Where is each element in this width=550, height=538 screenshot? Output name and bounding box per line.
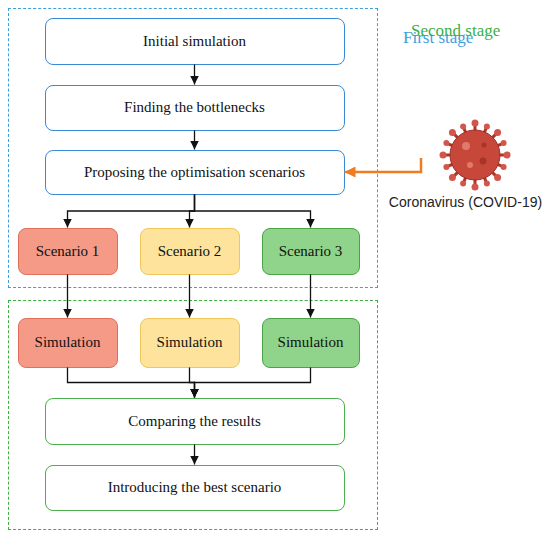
spike-tip — [484, 123, 490, 129]
simulation-box: Simulation — [262, 318, 360, 368]
spike-tip — [449, 129, 456, 136]
flow-arrow — [194, 65, 195, 85]
flow-arrow — [189, 275, 190, 318]
spike-tip — [449, 174, 456, 181]
spike-tip — [494, 174, 501, 181]
box-label: Finding the bottlenecks — [124, 99, 265, 116]
flow-arrow — [190, 195, 195, 228]
virus-spikes — [443, 123, 507, 187]
process-box: Initial simulation — [45, 18, 345, 65]
simulation-box: Simulation — [140, 318, 240, 368]
virus-caption: Coronavirus (COVID-19) — [389, 194, 542, 210]
flow-arrow — [190, 368, 195, 398]
box-label: Simulation — [35, 334, 101, 351]
scenario-box: Scenario 3 — [262, 228, 360, 275]
spike-tip — [443, 140, 449, 146]
process-box: Comparing the results — [45, 398, 345, 445]
flow-arrow — [195, 195, 311, 228]
stage-group: Initial simulationFinding the bottleneck… — [8, 8, 378, 288]
virus-spot — [480, 158, 487, 165]
flow-arrow — [68, 368, 195, 398]
virus-body — [450, 130, 500, 180]
spike-tip — [501, 140, 507, 146]
spike-tips — [440, 120, 511, 191]
virus-spot — [467, 162, 473, 168]
spike-tip — [484, 181, 490, 187]
spike-tip — [472, 184, 479, 191]
flow-arrow — [68, 195, 195, 228]
spike-tip — [460, 181, 466, 187]
spike-tip — [501, 164, 507, 170]
spike-tip — [504, 152, 511, 159]
box-label: Simulation — [157, 334, 223, 351]
box-label: Comparing the results — [128, 413, 260, 430]
box-label: Simulation — [278, 334, 344, 351]
virus-spot — [482, 143, 487, 148]
process-box: Finding the bottlenecks — [45, 85, 345, 131]
scenario-box: Scenario 1 — [18, 228, 118, 275]
stage-label: Second stage — [411, 21, 500, 41]
box-label: Proposing the optimisation scenarios — [84, 164, 305, 181]
spike-tip — [494, 129, 501, 136]
flow-arrow — [194, 445, 195, 465]
flow-arrow — [310, 275, 311, 318]
scenario-box: Scenario 2 — [140, 228, 240, 275]
spike-tip — [440, 152, 447, 159]
box-label: Scenario 2 — [158, 243, 222, 260]
box-label: Scenario 3 — [279, 243, 343, 260]
box-label: Scenario 1 — [36, 243, 100, 260]
impact-arrow — [345, 158, 422, 172]
spike-tip — [443, 164, 449, 170]
box-label: Introducing the best scenario — [108, 479, 282, 496]
flow-arrow — [195, 368, 311, 398]
flow-arrow — [194, 131, 195, 150]
spike-tip — [472, 120, 479, 127]
spike-tip — [460, 123, 466, 129]
process-box: Introducing the best scenario — [45, 465, 345, 511]
stage-group: Simulation Simulation SimulationComparing … — [8, 300, 378, 530]
virus-spot — [462, 142, 470, 150]
flow-arrow — [67, 275, 68, 318]
simulation-box: Simulation — [18, 318, 118, 368]
box-label: Initial simulation — [143, 33, 246, 50]
process-box: Proposing the optimisation scenarios — [45, 150, 345, 195]
